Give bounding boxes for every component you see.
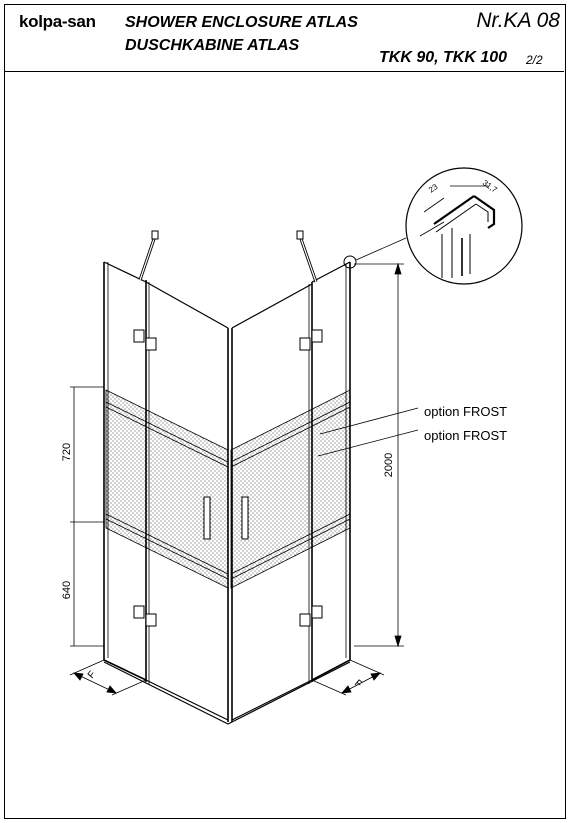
title-german: DUSCHKABINE ATLAS (125, 37, 300, 54)
dimension-left (70, 386, 104, 647)
fitting-dimension-right (311, 659, 385, 696)
dimension-right (354, 262, 404, 648)
option-frost-label-2: option FROST (424, 428, 507, 443)
brand-logo: kolpa-san (19, 12, 96, 31)
option-frost-label-1: option FROST (424, 404, 507, 419)
stabilizer-arms (138, 230, 318, 283)
frost-band-right (230, 389, 351, 589)
dimension-720: 720 (61, 443, 73, 461)
profile-detail-callout (343, 167, 523, 285)
dimension-2000: 2000 (383, 453, 395, 477)
title-english: SHOWER ENCLOSURE ATLAS (125, 14, 358, 31)
drawing-sheet: kolpa-san SHOWER ENCLOSURE ATLAS DUSCHKA… (4, 4, 566, 819)
door-hinges (133, 329, 323, 627)
frost-band-left (105, 389, 229, 589)
model-numbers: TKK 90, TKK 100 (379, 49, 508, 66)
page-number: 2/2 (526, 53, 543, 67)
dimension-640: 640 (61, 581, 73, 599)
fitting-label-right: F (352, 678, 364, 690)
document-number: Nr.KA 08 (476, 9, 560, 32)
frost-leader-lines (317, 407, 419, 457)
fitting-label-left: F (86, 669, 98, 681)
door-handles (203, 496, 249, 540)
title-block: kolpa-san SHOWER ENCLOSURE ATLAS DUSCHKA… (5, 5, 564, 72)
fitting-dimension-left (69, 659, 147, 696)
